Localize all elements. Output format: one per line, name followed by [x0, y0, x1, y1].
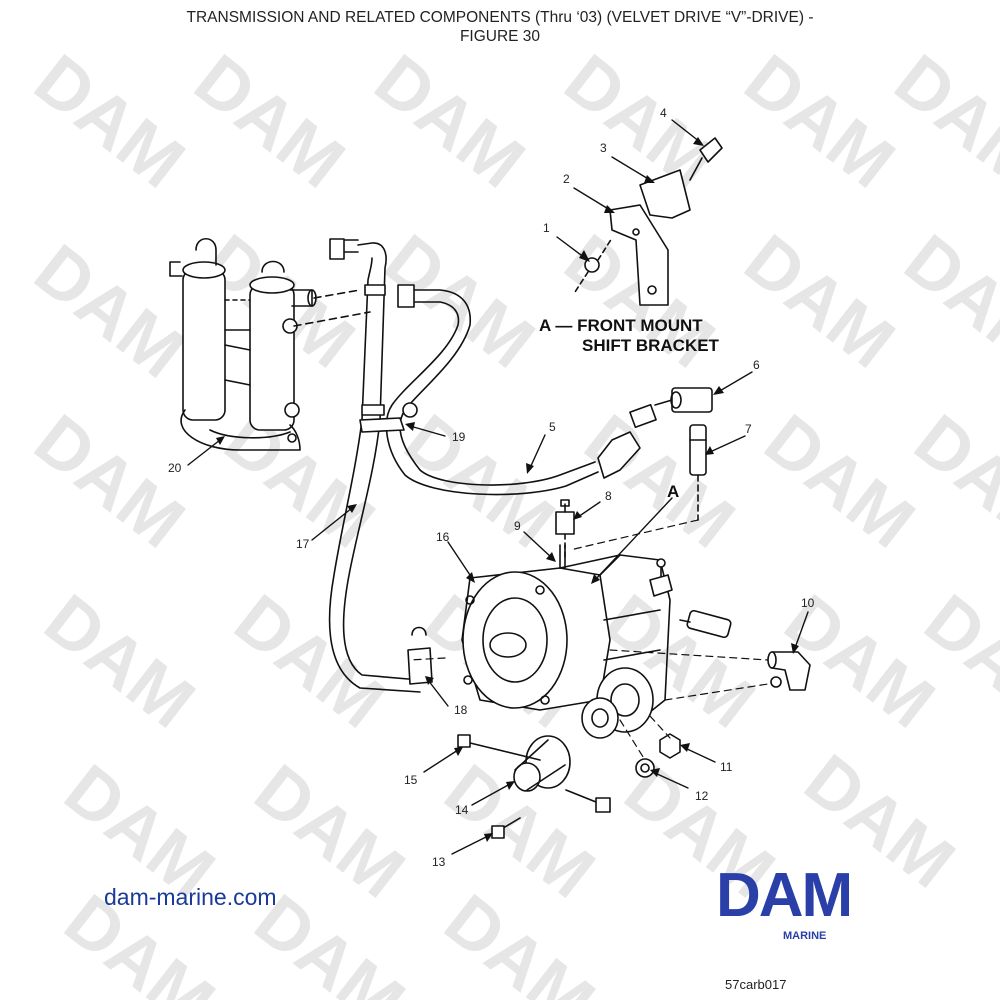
image-code: 57carb017	[725, 977, 787, 992]
callout-14: 14	[455, 803, 469, 817]
callout-1: 1	[543, 221, 550, 235]
callout-labels: 1 2 3 4 5 6 7 8 9 10 11 12 13 14 15 16 1…	[168, 106, 815, 869]
watermark-text: DAM	[570, 400, 748, 564]
detail-label-line-2: SHIFT BRACKET	[582, 336, 720, 355]
watermark-text: DAM	[360, 40, 538, 204]
callout-3: 3	[600, 141, 607, 155]
callout-7: 7	[745, 422, 752, 436]
hose-17	[328, 238, 421, 693]
watermark-text: DAM	[750, 400, 928, 564]
callout-9: 9	[514, 519, 521, 533]
callout-20: 20	[168, 461, 182, 475]
callout-6: 6	[753, 358, 760, 372]
detail-label-line-1: A — FRONT MOUNT	[539, 316, 703, 335]
page-title: TRANSMISSION AND RELATED COMPONENTS (Thr…	[0, 8, 1000, 46]
switch-8	[555, 499, 575, 561]
title-line-1: TRANSMISSION AND RELATED COMPONENTS (Thr…	[186, 9, 814, 26]
callout-10: 10	[801, 596, 815, 610]
callout-13: 13	[432, 855, 446, 869]
watermark-text: DAM	[900, 400, 1000, 564]
detail-marker: A	[667, 482, 679, 501]
clamp-18	[407, 626, 433, 685]
fitting-6	[670, 387, 713, 413]
watermark-text: DAM	[370, 220, 548, 384]
watermark-text: DAM	[890, 220, 1000, 384]
watermark-text: DAM	[20, 40, 198, 204]
watermark-text: DAM	[30, 580, 208, 744]
watermark-layer: DAM DAM DAM DAM DAM DAM DAM DAM DAM DAM …	[20, 40, 1000, 1000]
callout-18: 18	[454, 703, 468, 717]
oil-cooler	[169, 237, 371, 451]
callout-2: 2	[563, 172, 570, 186]
brand-logo: DAM	[716, 861, 853, 930]
watermark-text: DAM	[20, 230, 198, 394]
callout-16: 16	[436, 530, 450, 544]
fitting-7	[689, 424, 707, 521]
title-line-2: FIGURE 30	[459, 28, 541, 45]
watermark-text: DAM	[20, 400, 198, 564]
callout-12: 12	[695, 789, 709, 803]
website-link[interactable]: dam-marine.com	[104, 884, 277, 910]
callout-5: 5	[549, 420, 556, 434]
callout-arrowheads	[216, 137, 799, 842]
watermark-text: DAM	[220, 580, 398, 744]
watermark-text: DAM	[430, 880, 608, 1000]
callout-19: 19	[452, 430, 466, 444]
callout-17: 17	[296, 537, 310, 551]
watermark-text: DAM	[880, 40, 1000, 204]
callout-8: 8	[605, 489, 612, 503]
watermark-text: DAM	[730, 40, 908, 204]
callout-leaders	[187, 119, 809, 855]
elbow-10	[767, 651, 811, 691]
watermark-text: DAM	[550, 40, 728, 204]
shift-bracket	[574, 137, 723, 306]
brand-logo-subtext: MARINE	[783, 930, 827, 942]
assembly-lines	[409, 519, 769, 761]
callout-15: 15	[404, 773, 418, 787]
watermark-text: DAM	[180, 40, 358, 204]
callout-11: 11	[720, 760, 733, 774]
clamp-19	[359, 402, 418, 433]
callout-4: 4	[660, 106, 667, 120]
coupling-14	[457, 697, 619, 839]
nuts-11-12	[635, 733, 681, 778]
